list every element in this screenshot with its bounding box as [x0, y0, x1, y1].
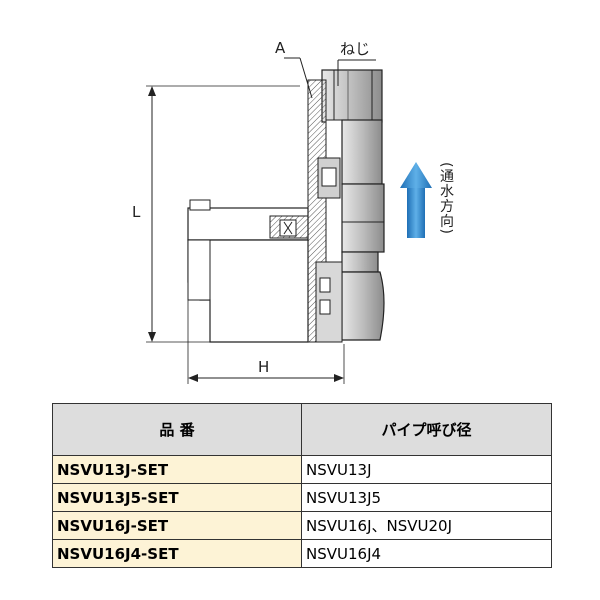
table-row: NSVU13J5-SET NSVU13J5	[52, 483, 552, 512]
valve-body	[341, 119, 385, 341]
table-header-row: 品 番 パイプ呼び径	[52, 403, 552, 456]
pipe-size-cell: NSVU13J5	[301, 483, 552, 512]
header-product-code: 品 番	[52, 403, 302, 456]
callouts: A ねじ	[275, 39, 376, 99]
pipe-size-cell: NSVU16J、NSVU20J	[301, 511, 552, 540]
dimension-h: H	[187, 300, 345, 384]
label-a: A	[275, 39, 286, 57]
product-code-cell: NSVU16J-SET	[52, 511, 302, 540]
spec-table: 品 番 パイプ呼び径 NSVU13J-SET NSVU13J NSVU13J5-…	[52, 403, 552, 568]
inner-components	[315, 157, 343, 343]
valve-cross-section-drawing: A ねじ L H	[132, 39, 432, 384]
product-code-cell: NSVU16J4-SET	[52, 539, 302, 568]
product-code-cell: NSVU13J-SET	[52, 455, 302, 484]
flow-arrow-icon	[400, 162, 432, 238]
label-h: H	[258, 358, 269, 376]
label-l: L	[132, 203, 141, 221]
side-handle	[187, 199, 309, 241]
product-code-cell: NSVU13J5-SET	[52, 483, 302, 512]
header-pipe-size: パイプ呼び径	[301, 403, 552, 456]
table-row: NSVU16J4-SET NSVU16J4	[52, 539, 552, 568]
flow-direction-label: (通水方向)	[438, 162, 454, 235]
label-screw: ねじ	[340, 40, 370, 58]
dimension-l: L	[132, 85, 300, 343]
table-row: NSVU13J-SET NSVU13J	[52, 455, 552, 484]
top-nut	[321, 69, 383, 123]
pipe-size-cell: NSVU16J4	[301, 539, 552, 568]
table-row: NSVU16J-SET NSVU16J、NSVU20J	[52, 511, 552, 540]
lever-box	[187, 239, 309, 343]
pipe-size-cell: NSVU13J	[301, 455, 552, 484]
